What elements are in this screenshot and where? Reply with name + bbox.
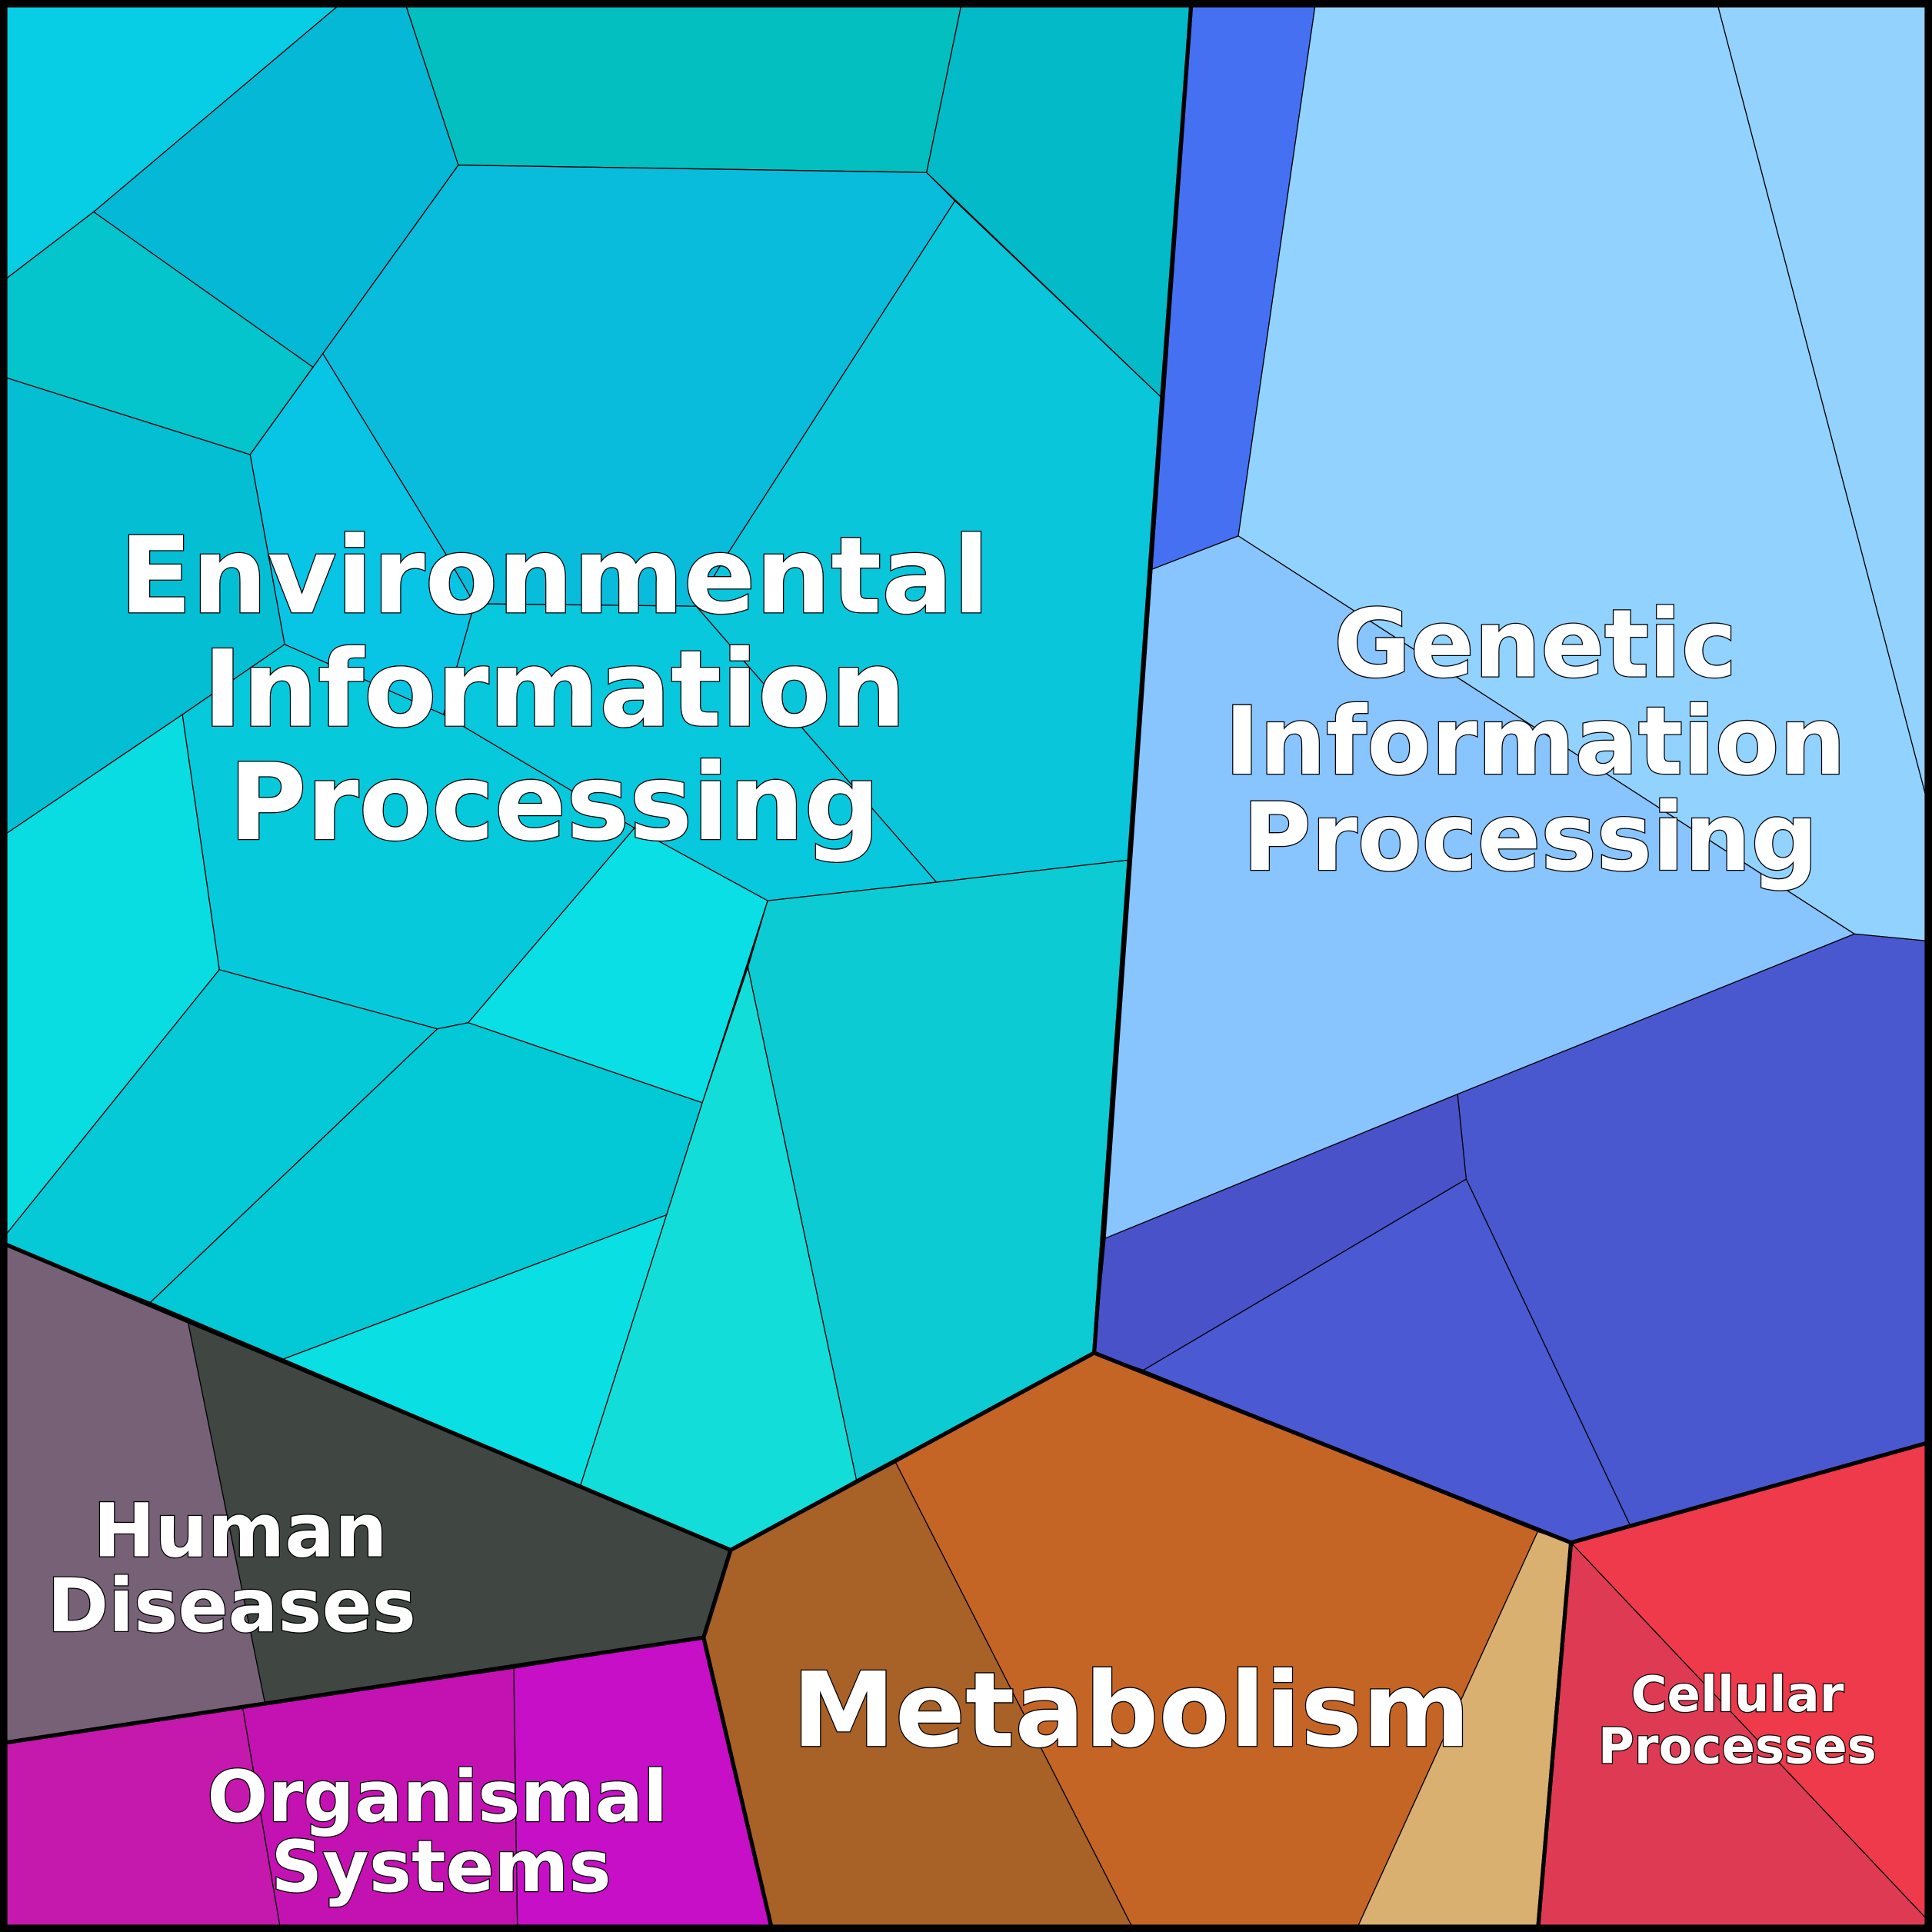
cell bbox=[1716, 0, 1932, 820]
label-line: Organismal bbox=[207, 1755, 668, 1838]
cell bbox=[403, 0, 963, 173]
label-line: Information bbox=[1224, 687, 1846, 796]
label-line: Information bbox=[203, 628, 906, 751]
group-metabolism bbox=[703, 1352, 1572, 1932]
label-line: Cellular bbox=[1631, 1667, 1844, 1724]
label-line: Systems bbox=[271, 1825, 611, 1908]
label-line: Human bbox=[93, 1487, 387, 1574]
label-environmental-information-processing: Environmental Information Processing bbox=[118, 514, 991, 865]
group-human-diseases bbox=[0, 1241, 731, 1744]
label-line: Processing bbox=[229, 741, 881, 864]
label-metabolism: Metabolism bbox=[791, 1649, 1471, 1772]
label-line: Genetic bbox=[1334, 590, 1737, 699]
label-human-diseases: Human Diseases bbox=[46, 1487, 417, 1650]
label-line: Environmental bbox=[119, 515, 989, 638]
label-line: Diseases bbox=[47, 1563, 416, 1649]
group-cellular-processes bbox=[1537, 1441, 1932, 1932]
label-genetic-information-processing: Genetic Information Processing bbox=[1224, 588, 1847, 893]
group-genetic-information-processing bbox=[1093, 0, 1932, 1544]
label-cellular-processes: Cellular Processes bbox=[1597, 1666, 1877, 1777]
label-line: Processing bbox=[1243, 783, 1818, 892]
label-line: Metabolism bbox=[792, 1650, 1471, 1770]
label-organismal-systems: Organismal Systems bbox=[206, 1754, 668, 1910]
label-line: Processes bbox=[1598, 1719, 1877, 1776]
group-environmental-information-processing bbox=[0, 0, 1192, 1551]
group-organismal-systems bbox=[0, 1637, 774, 1932]
